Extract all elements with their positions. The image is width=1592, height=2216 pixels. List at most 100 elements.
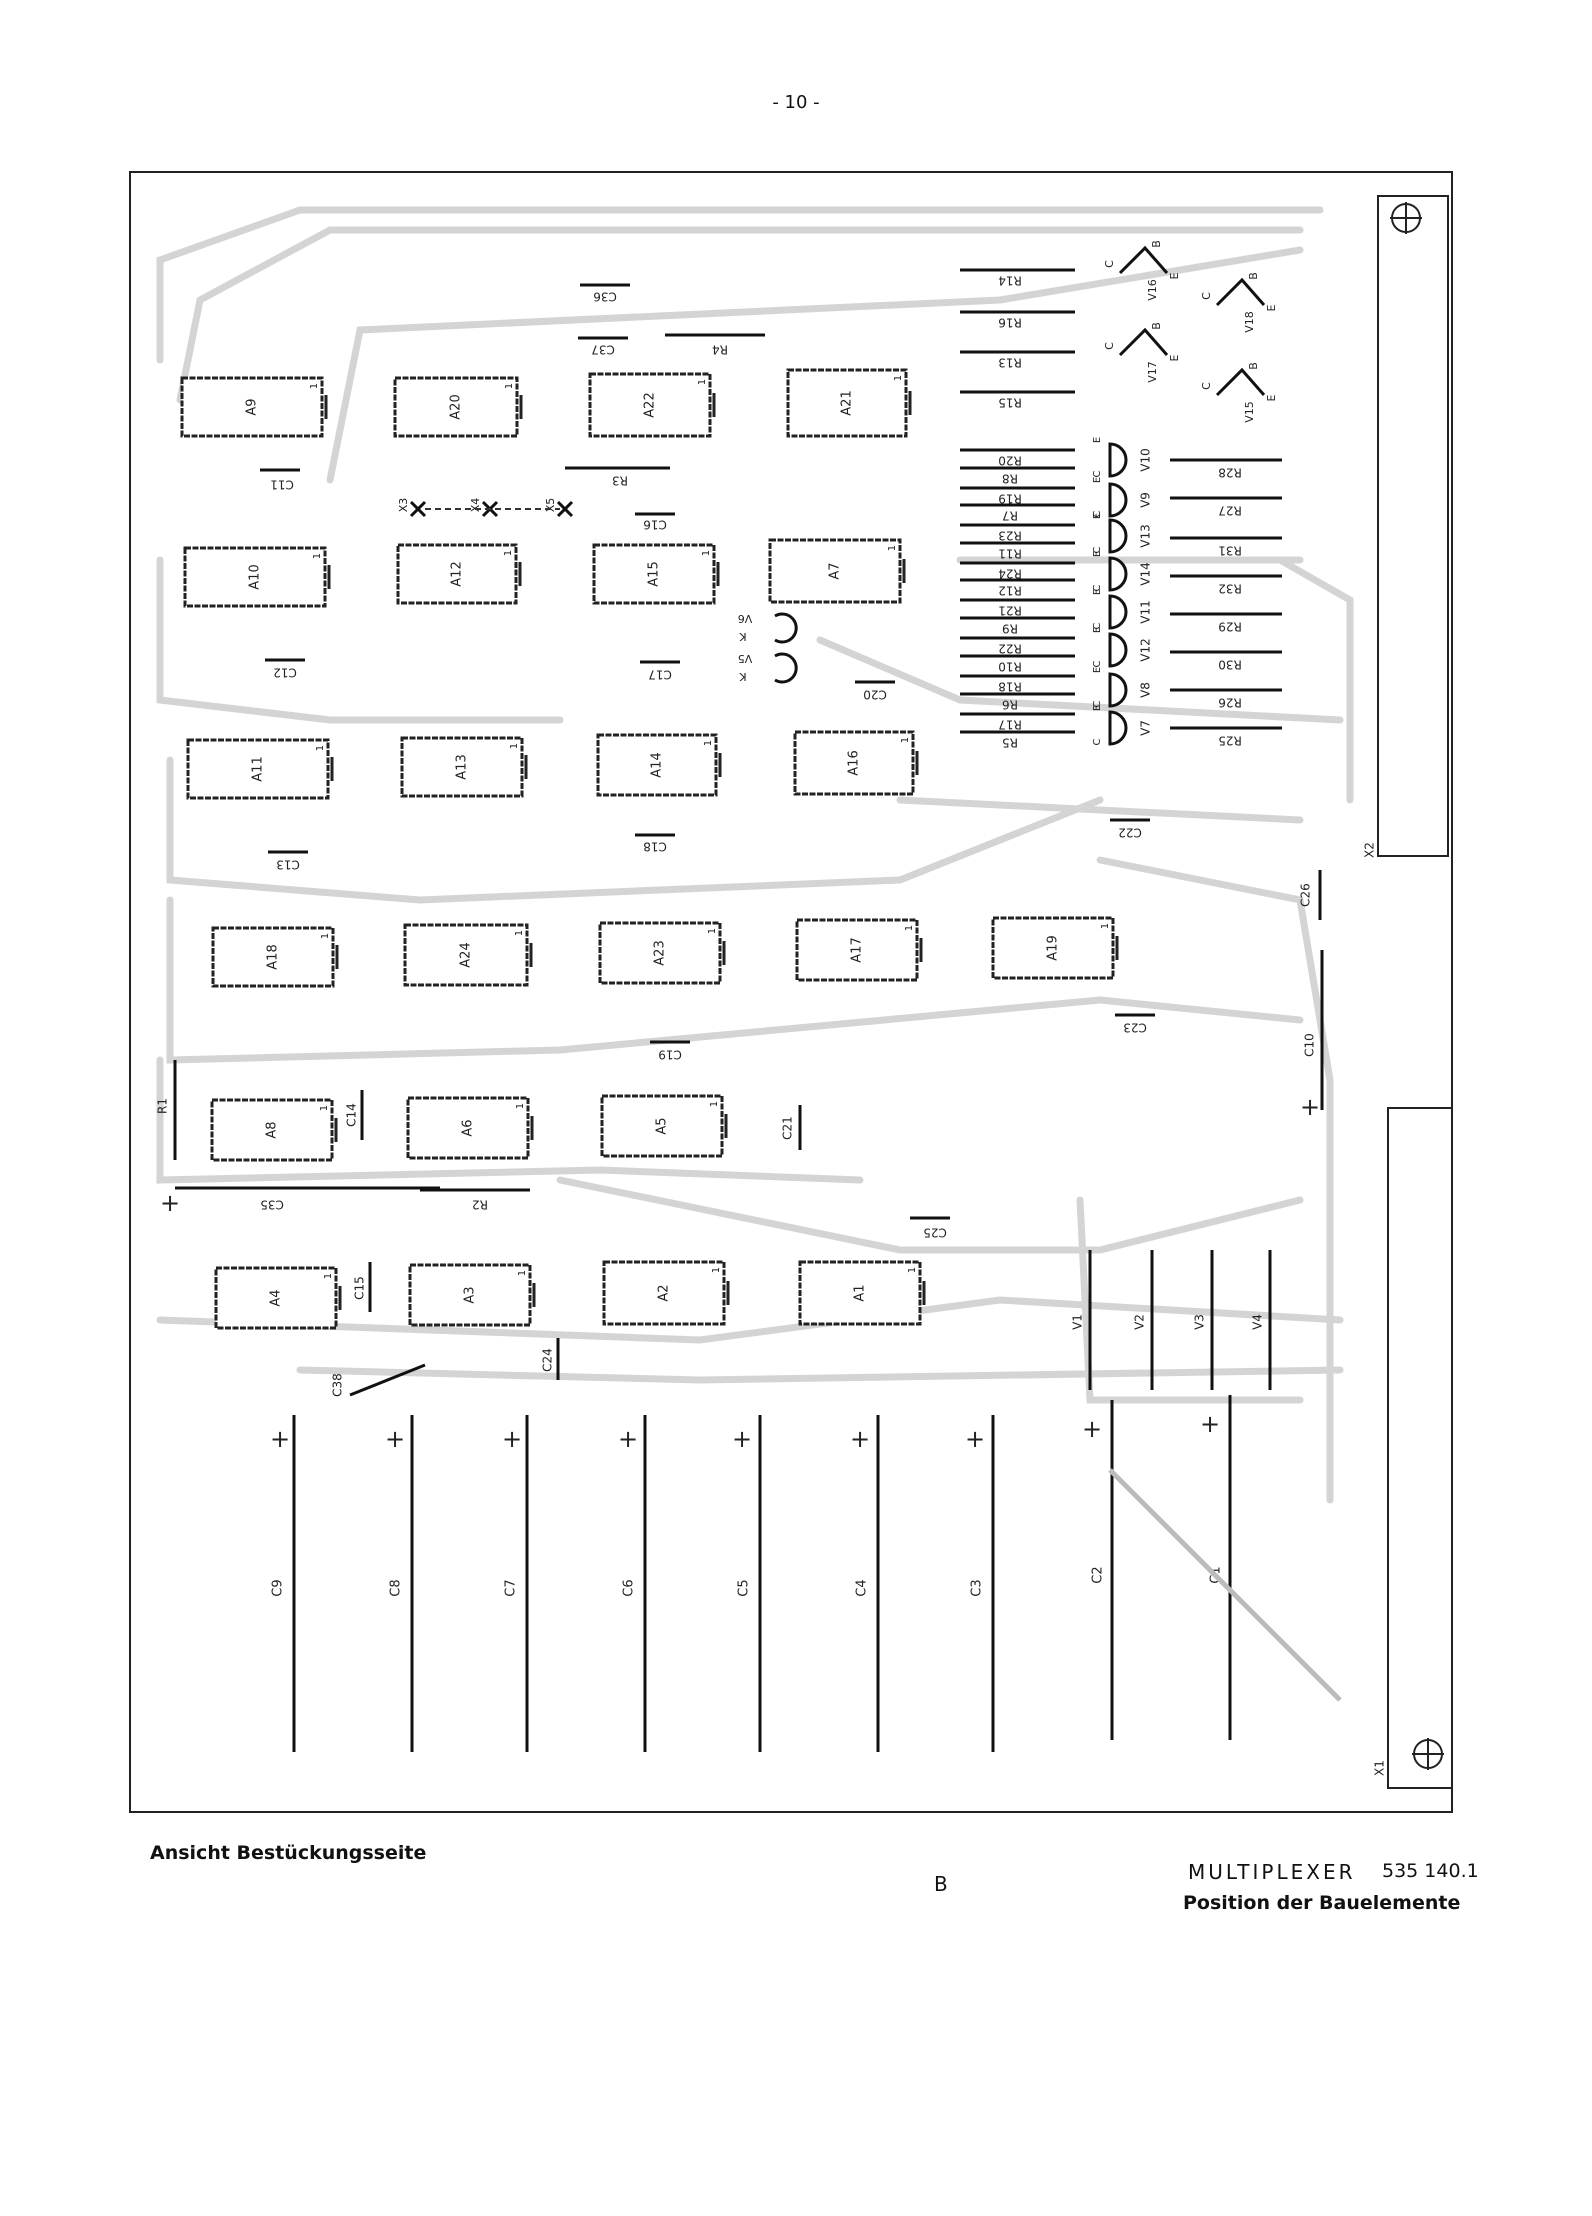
pin-b: B (1247, 362, 1260, 370)
ic-label: A23 (653, 940, 668, 965)
resistor-label: R26 (1218, 696, 1242, 710)
capacitor-label: C24 (541, 1348, 555, 1372)
capacitor-c22: C22 (1110, 818, 1150, 840)
ic-label: A21 (840, 390, 855, 415)
ic-label: A6 (461, 1119, 476, 1136)
capacitor-c24: C24 (541, 1338, 560, 1380)
pin-one-marker: 1 (515, 1103, 526, 1109)
resistor-r12: R12 (960, 578, 1075, 598)
capacitor-label: C2 (1091, 1566, 1106, 1583)
resistor-label: R13 (998, 356, 1022, 370)
resistor-label: R1 (156, 1098, 170, 1114)
pin-one-marker: 1 (312, 553, 323, 559)
transistor-label: V17 (1146, 361, 1159, 383)
capacitor-c15: C15 (353, 1262, 372, 1312)
ic-a1: A11 (798, 1260, 926, 1326)
pin-e: E (1168, 354, 1181, 361)
caption-number: 535 140.1 (1382, 1860, 1479, 1882)
capacitor-c20: C20 (855, 680, 895, 702)
transistor-label: V3 (1193, 1314, 1207, 1330)
resistor-label: R11 (998, 547, 1022, 561)
resistor-r32: R32 (1170, 574, 1282, 596)
pin-b: B (1150, 240, 1163, 248)
pin-e: E (1092, 589, 1103, 595)
pin-c: C (1092, 660, 1103, 667)
capacitor-label: C18 (643, 840, 667, 854)
pin-e: E (1092, 437, 1103, 443)
transistor-label: V11 (1139, 600, 1153, 623)
pin-e: E (1265, 394, 1278, 401)
capacitor-label: C14 (345, 1103, 359, 1127)
capacitor-c5: C5 (737, 1415, 762, 1752)
pin-one-marker: 1 (320, 933, 331, 939)
page-number: - 10 - (772, 92, 820, 113)
resistor-r27: R27 (1170, 496, 1282, 518)
pin-k: K (739, 670, 747, 683)
transistor-label: V4 (1251, 1314, 1265, 1330)
pin-one-marker: 1 (707, 928, 718, 934)
resistor-r10: R10 (960, 654, 1075, 674)
transistor-label: V8 (1139, 682, 1153, 698)
resistor-r17: R17 (960, 712, 1075, 732)
ic-label: A5 (655, 1117, 670, 1134)
capacitor-c3: C3 (970, 1415, 995, 1752)
resistor-r13: R13 (960, 350, 1075, 370)
transistor-v6: V6K (738, 612, 798, 644)
ic-label: A8 (265, 1121, 280, 1138)
pin-one-marker: 1 (323, 1273, 334, 1279)
ic-label: A15 (647, 561, 662, 586)
capacitor-c14: C14 (345, 1090, 364, 1140)
ic-label: A24 (459, 942, 474, 967)
resistor-r30: R30 (1170, 650, 1282, 672)
capacitor-c38: C38 (331, 1363, 426, 1397)
pin-one-marker: 1 (900, 737, 911, 743)
resistor-r15: R15 (960, 390, 1075, 410)
capacitor-c7: C7 (504, 1415, 529, 1752)
capacitor-label: C10 (1303, 1033, 1317, 1057)
ic-label: A13 (455, 754, 470, 779)
resistor-label: R2 (472, 1198, 488, 1212)
transistor-label: V5 (738, 652, 753, 665)
pin-one-marker: 1 (319, 1105, 330, 1111)
capacitor-c12: C12 (265, 658, 305, 680)
resistor-r9: R9 (960, 616, 1075, 636)
polarity-plus: + (850, 1425, 870, 1453)
transistor-label: V2 (1133, 1314, 1147, 1330)
connector-x2 (1377, 195, 1449, 857)
resistor-label: R10 (998, 660, 1022, 674)
pin-one-marker: 1 (893, 375, 904, 381)
transistor-label: V7 (1139, 720, 1153, 736)
resistor-r22: R22 (960, 636, 1075, 656)
ic-a9: A91 (180, 376, 328, 438)
resistor-r25: R25 (1170, 726, 1282, 748)
capacitor-c11: C11 (260, 468, 300, 492)
ic-label: A16 (847, 750, 862, 775)
pin-e: E (1092, 667, 1103, 673)
pin-c: C (1092, 700, 1103, 707)
capacitor-label: C23 (1123, 1021, 1147, 1035)
capacitor-label: C36 (593, 290, 617, 304)
ic-a23: A23 1 (598, 921, 726, 985)
ic-label: A22 (643, 392, 658, 417)
capacitor-label: C5 (737, 1579, 752, 1596)
pin-e: E (1265, 304, 1278, 311)
capacitor-c37: C37 (578, 336, 628, 357)
jumper-x3: X3 (397, 498, 427, 518)
resistor-label: R9 (1002, 622, 1018, 636)
pin-one-marker: 1 (907, 1267, 918, 1273)
resistor-r6: R6 (960, 692, 1075, 712)
capacitor-c2: C2 (1091, 1400, 1114, 1740)
